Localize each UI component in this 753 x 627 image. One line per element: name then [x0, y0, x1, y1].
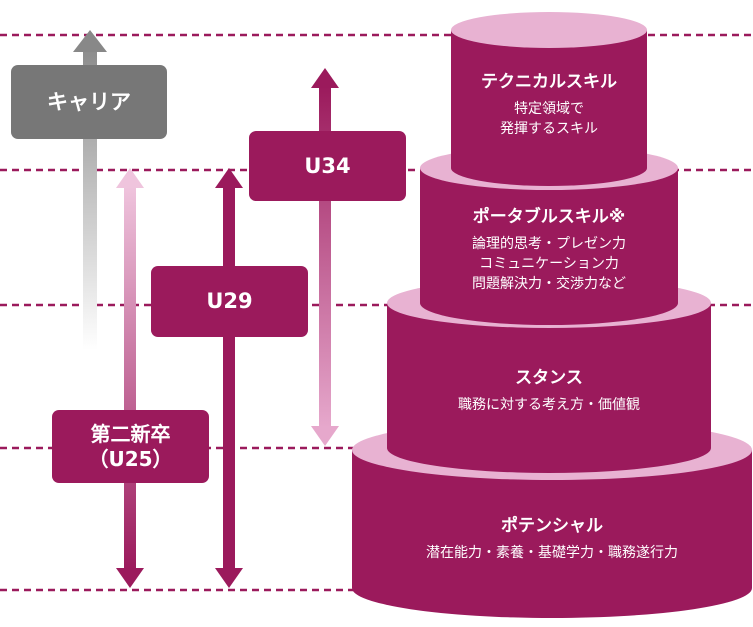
tier-technical-desc-2: 発揮するスキル	[500, 120, 598, 137]
tier-portable-desc-1: 論理的思考・プレゼン力	[472, 235, 626, 252]
u34-label-text: U34	[304, 153, 351, 178]
tier-technical-title: テクニカルスキル	[481, 72, 617, 92]
tier-potential-desc-1: 潜在能力・素養・基礎学力・職務遂行力	[426, 544, 678, 561]
tier-stance-text: スタンス 職務に対する考え方・価値観	[387, 366, 711, 415]
u29-label-text: U29	[206, 289, 253, 314]
u34-arrow	[311, 68, 339, 446]
second-grad-label-line1: 第二新卒	[90, 421, 171, 446]
u29-label: U29	[151, 266, 308, 337]
tier-stance-title: スタンス	[515, 368, 583, 388]
second-grad-label: 第二新卒 （U25）	[52, 410, 209, 483]
tier-technical-text: テクニカルスキル 特定領域で 発揮するスキル	[451, 70, 647, 139]
tier-portable-text: ポータブルスキル※ 論理的思考・プレゼン力 コミュニケーション力 問題解決力・交…	[420, 205, 678, 295]
tier-portable-desc-2: コミュニケーション力	[479, 255, 619, 272]
tier-portable-title: ポータブルスキル※	[472, 207, 626, 227]
career-label-text: キャリア	[47, 89, 131, 114]
career-label: キャリア	[11, 65, 167, 139]
tier-technical-shape	[451, 12, 647, 186]
tier-stance-desc-1: 職務に対する考え方・価値観	[458, 396, 640, 413]
u34-label: U34	[249, 131, 406, 201]
u25-arrow	[116, 168, 144, 588]
tier-portable-desc-3: 問題解決力・交渉力など	[472, 276, 626, 293]
u29-arrow	[215, 168, 243, 588]
tier-potential-text: ポテンシャル 潜在能力・素養・基礎学力・職務遂行力	[352, 514, 752, 563]
second-grad-label-line2: （U25）	[88, 446, 173, 471]
tier-potential-title: ポテンシャル	[501, 516, 603, 536]
tier-technical-desc-1: 特定領域で	[514, 100, 584, 117]
